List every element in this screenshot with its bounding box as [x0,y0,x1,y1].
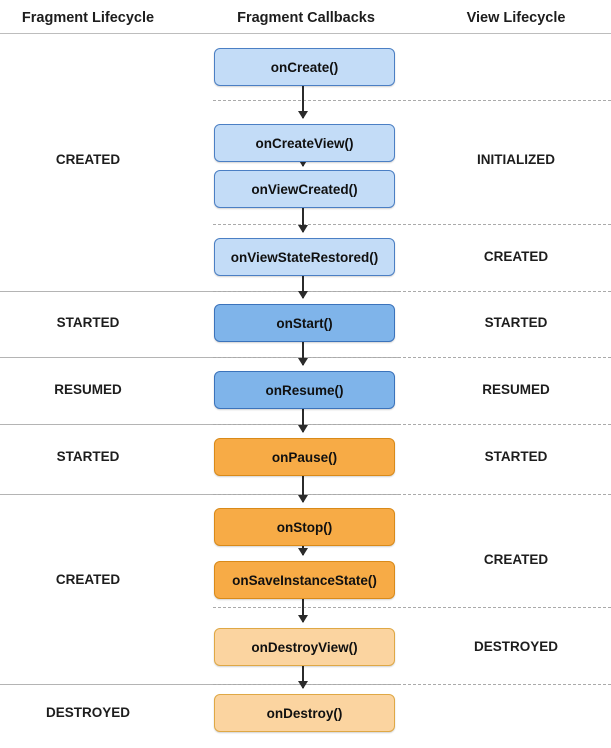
flow-arrow-icon [298,476,308,503]
callback-box: onResume() [214,371,395,409]
callback-box: onStop() [214,508,395,546]
separator-dashed [213,224,611,225]
separator-dashed [213,424,611,425]
separator-solid [0,291,400,292]
view-lifecycle-state: STARTED [484,315,548,330]
view-lifecycle-state: INITIALIZED [477,152,555,167]
flow-arrow-icon [298,342,308,366]
flow-arrow-icon [298,666,308,689]
view-lifecycle-state: RESUMED [482,382,550,397]
view-lifecycle-state: STARTED [484,449,548,464]
callback-box: onPause() [214,438,395,476]
fragment-lifecycle-state: DESTROYED [45,705,130,720]
callback-box: onDestroy() [214,694,395,732]
callback-box: onCreateView() [214,124,395,162]
callback-box: onStart() [214,304,395,342]
fragment-lifecycle-state: CREATED [55,572,121,587]
flow-arrow-icon [298,208,308,233]
fragment-lifecycle-state: RESUMED [54,382,122,397]
separator-dashed [213,357,611,358]
separator-dashed [213,494,611,495]
flow-arrow-icon [298,159,308,167]
separator-dashed [213,607,611,608]
column-header-fragment-lifecycle: Fragment Lifecycle [21,10,155,26]
separator-dashed [213,100,611,101]
flow-arrow-icon [298,86,308,119]
fragment-lifecycle-state: CREATED [55,152,121,167]
callback-box: onSaveInstanceState() [214,561,395,599]
separator-solid [0,494,400,495]
flow-arrow-icon [298,546,308,556]
callback-box: onViewCreated() [214,170,395,208]
header-divider [0,33,611,34]
flow-arrow-icon [298,409,308,433]
flow-arrow-icon [298,276,308,299]
callback-box: onCreate() [214,48,395,86]
separator-solid [0,357,400,358]
column-header-fragment-callbacks: Fragment Callbacks [237,10,375,26]
view-lifecycle-state: CREATED [483,249,549,264]
separator-solid [0,424,400,425]
callback-box: onViewStateRestored() [214,238,395,276]
view-lifecycle-state: DESTROYED [473,639,558,654]
fragment-lifecycle-state: STARTED [56,449,120,464]
column-header-view-lifecycle: View Lifecycle [466,10,566,26]
separator-solid [0,684,400,685]
separator-dashed [213,684,611,685]
flow-arrow-icon [298,599,308,623]
view-lifecycle-state: CREATED [483,552,549,567]
fragment-lifecycle-state: STARTED [56,315,120,330]
callback-box: onDestroyView() [214,628,395,666]
separator-dashed [213,291,611,292]
